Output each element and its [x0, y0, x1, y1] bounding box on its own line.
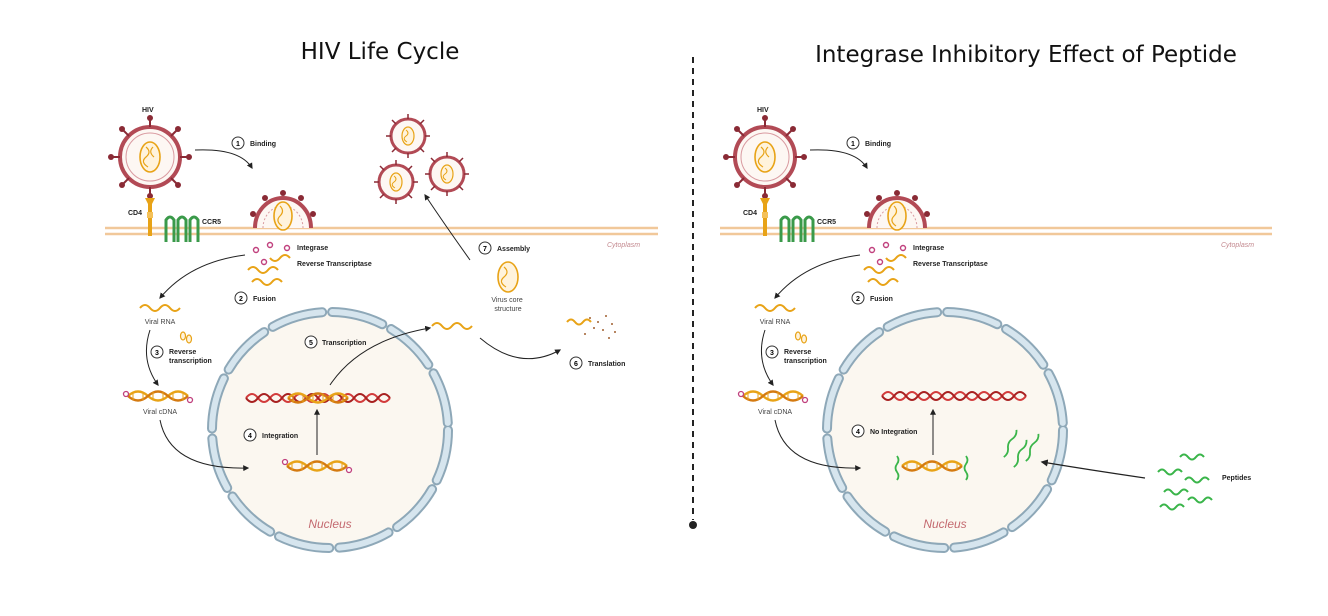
cdna-import-arrow-right: [774, 419, 862, 472]
right-step-1-number: 1: [851, 141, 855, 148]
right-step-2-number: 2: [856, 296, 860, 303]
viral-rna-label: Viral RNA: [145, 319, 176, 326]
viral-rna-released: [247, 254, 291, 286]
viral-rna: [139, 304, 181, 312]
ccr5-label-right: CCR5: [817, 219, 836, 226]
hiv-virion: [106, 113, 194, 201]
step-1-label: Binding: [250, 141, 276, 148]
viral-rna-label-right: Viral RNA: [760, 319, 791, 326]
right-step-4-label: No Integration: [870, 429, 917, 436]
step-6-label: Translation: [588, 361, 625, 368]
fusing-virion-right: [862, 188, 932, 232]
ccr5-receptor-right: [779, 215, 815, 244]
step-3-number: 3: [155, 350, 159, 357]
translation-arrow: [479, 337, 562, 360]
new-virion-3: [423, 150, 471, 198]
ccr5-receptor: [164, 215, 200, 244]
integrase-label: Integrase: [297, 245, 328, 252]
nucleus-label-right: Nucleus: [923, 517, 966, 531]
peptide-cluster: [1157, 453, 1213, 511]
step-7-label: Assembly: [497, 246, 530, 253]
left-title: HIV Life Cycle: [301, 39, 460, 65]
step-2-label: Fusion: [253, 296, 276, 303]
cd4-receptor-right: [760, 198, 770, 236]
step-4-number: 4: [248, 433, 252, 440]
nucleus-label: Nucleus: [308, 517, 351, 531]
panel-divider: [689, 57, 697, 529]
hiv-virion-right: [721, 113, 809, 201]
translated-proteins: [566, 315, 616, 339]
virus-core-label-line2: structure: [494, 306, 521, 313]
peptides-label: Peptides: [1222, 475, 1251, 482]
cd4-label: CD4: [128, 210, 142, 217]
cytoplasm-label-right: Cytoplasm: [1221, 242, 1254, 249]
right-step-3-number: 3: [770, 350, 774, 357]
transcribed-rna: [431, 322, 473, 330]
left-panel: HIV Life Cycle Cytoplasm HIV CD4 CCR5 1 …: [105, 39, 658, 548]
virus-core-structure: [497, 261, 519, 293]
reverse-transcriptase-label-right: Reverse Transcriptase: [913, 261, 988, 268]
right-title: Integrase Inhibitory Effect of Peptide: [815, 42, 1237, 68]
reverse-transcription-arrow: [145, 329, 159, 386]
viral-rna-released-right: [863, 254, 907, 286]
integrase-label-right: Integrase: [913, 245, 944, 252]
fusion-arrow: [159, 254, 246, 299]
step-2-number: 2: [239, 296, 243, 303]
cd4-receptor: [145, 198, 155, 236]
viral-cdna: [126, 390, 190, 402]
peptide-entry-arrow: [1040, 459, 1146, 479]
step-1-number: 1: [236, 141, 240, 148]
fusing-virion: [248, 188, 318, 232]
virus-core-label-line1: Virus core: [491, 297, 522, 304]
binding-arrow-right: [809, 149, 868, 170]
cell-membrane: [105, 226, 658, 236]
reverse-transcriptase-label: Reverse Transcriptase: [297, 261, 372, 268]
step-5-label: Transcription: [322, 340, 366, 347]
reverse-transcriptase-enzymes-right: [794, 331, 808, 344]
new-virion-1: [384, 112, 432, 160]
ccr5-label: CCR5: [202, 219, 221, 226]
cytoplasm-label: Cytoplasm: [607, 242, 640, 249]
assembly-arrow: [424, 194, 471, 261]
hiv-label: HIV: [142, 107, 154, 114]
right-panel: Integrase Inhibitory Effect of Peptide C…: [720, 42, 1272, 548]
transcription-arrow: [329, 325, 432, 386]
right-step-4-number: 4: [856, 429, 860, 436]
reverse-transcription-arrow-right: [760, 329, 774, 386]
right-step-2-label: Fusion: [870, 296, 893, 303]
nuclear-peptides: [1003, 429, 1040, 468]
step-6-number: 6: [574, 361, 578, 368]
integrase-enzymes: [252, 241, 291, 266]
step-5-number: 5: [309, 340, 313, 347]
viral-rna-right: [754, 304, 796, 312]
new-virion-2: [372, 158, 420, 206]
fusion-arrow-right: [774, 254, 861, 299]
viral-cdna-label-right: Viral cDNA: [758, 409, 792, 416]
right-step-1-label: Binding: [865, 141, 891, 148]
virus-core-structure-label: Virus core structure: [491, 297, 524, 313]
cd4-label-right: CD4: [743, 210, 757, 217]
viral-cdna-right: [741, 390, 805, 402]
step-4-label: Integration: [262, 433, 298, 440]
cell-membrane-right: [720, 226, 1272, 236]
cdna-import-arrow: [159, 419, 250, 472]
reverse-transcriptase-enzymes: [179, 331, 193, 344]
integrase-enzymes-right: [868, 241, 907, 266]
viral-cdna-label: Viral cDNA: [143, 409, 177, 416]
binding-arrow: [194, 149, 253, 170]
step-7-number: 7: [483, 246, 487, 253]
bound-peptides: [894, 455, 969, 481]
hiv-label-right: HIV: [757, 107, 769, 114]
